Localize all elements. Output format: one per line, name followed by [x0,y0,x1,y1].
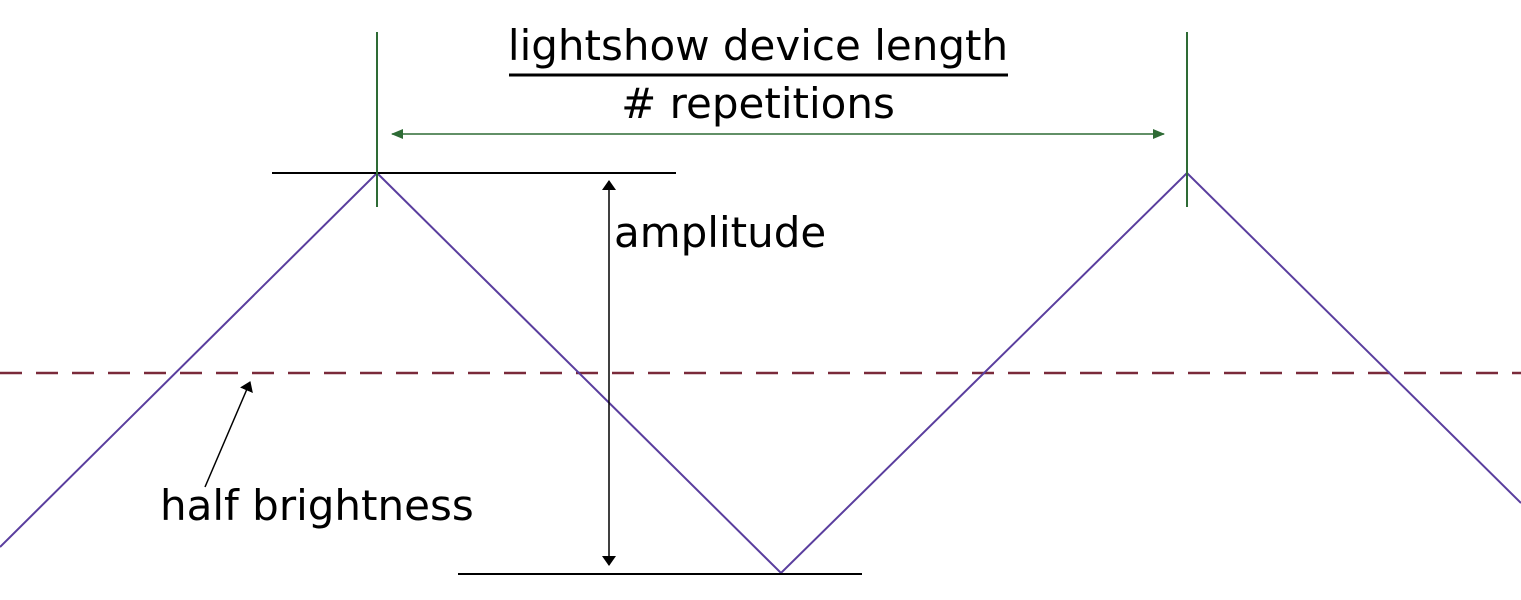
half-brightness-label: half brightness [160,481,474,530]
period-numerator-label: lightshow device length [508,21,1008,70]
half-brightness-pointer [204,381,253,488]
amplitude-label: amplitude [614,208,826,257]
period-denominator-label: # repetitions [621,79,895,128]
